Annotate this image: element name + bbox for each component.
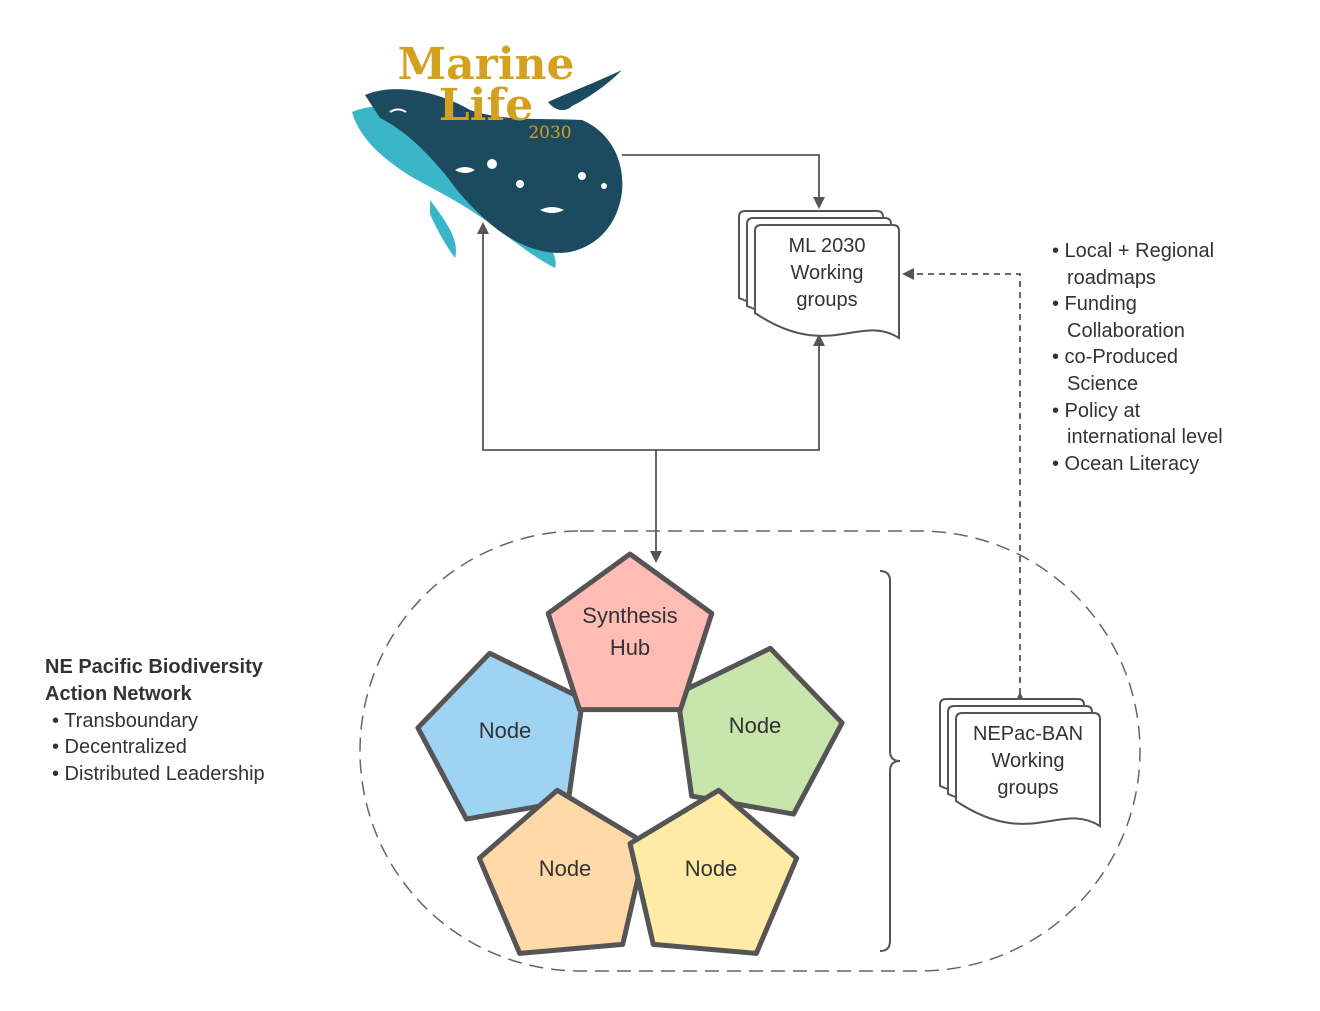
- ml-bullet-3-line1: • co-Produced: [1052, 346, 1178, 368]
- ml-bullet-4-line2: international level: [1067, 426, 1223, 448]
- node-bottom-left-label: Node: [539, 856, 592, 881]
- ml-bullet-2-line2: Collaboration: [1067, 320, 1185, 342]
- node-bottom-right-label: Node: [685, 856, 738, 881]
- ml-bullet-1-line2: roadmaps: [1067, 267, 1156, 289]
- ml-groups-line3: groups: [796, 289, 857, 311]
- logo-title-line2: Life: [439, 80, 534, 131]
- connector-logo-to-ml-groups: [622, 154, 825, 209]
- node-right-pentagon: [674, 645, 845, 817]
- curly-brace: [879, 570, 901, 952]
- marine-life-logo: Marine Life 2030: [352, 39, 623, 268]
- network-boundary: [359, 530, 1141, 972]
- nepac-working-groups: NEPac-BAN Working groups: [939, 698, 1101, 828]
- connector-to-ml-groups: [656, 334, 825, 451]
- nepac-groups-line1: NEPac-BAN: [973, 723, 1083, 745]
- ml-working-groups: ML 2030 Working groups: [738, 210, 900, 340]
- logo-year: 2030: [528, 123, 571, 143]
- network-description: NE Pacific Biodiversity Action Network •…: [45, 656, 265, 785]
- ml-bullet-2-line1: • Funding: [1052, 293, 1137, 315]
- network-bullet-3: • Distributed Leadership: [52, 763, 265, 785]
- network-bullet-2: • Decentralized: [52, 736, 187, 758]
- ml-bullet-list: • Local + Regional roadmaps • Funding Co…: [1052, 240, 1223, 475]
- nepac-groups-line2: Working: [992, 750, 1065, 772]
- node-left-label: Node: [479, 718, 532, 743]
- synthesis-hub-label-line2: Hub: [610, 635, 650, 660]
- ml-bullet-1-line1: • Local + Regional: [1052, 240, 1214, 262]
- nepac-groups-line3: groups: [997, 777, 1058, 799]
- node-right-label: Node: [729, 713, 782, 738]
- synthesis-hub-pentagon: [545, 551, 715, 713]
- connectors: [477, 154, 1026, 704]
- network-bullet-1: • Transboundary: [52, 710, 198, 732]
- ml-bullet-4-line1: • Policy at: [1052, 400, 1141, 422]
- pentagon-cluster: [415, 551, 845, 956]
- node-bottom-right-pentagon: [627, 787, 800, 956]
- logo-title-line1: Marine: [397, 39, 574, 90]
- ml-bullet-5-line1: • Ocean Literacy: [1052, 453, 1199, 475]
- ml-groups-line2: Working: [791, 262, 864, 284]
- ml-bullet-3-line2: Science: [1067, 373, 1138, 395]
- node-bottom-left-pentagon: [476, 787, 649, 956]
- network-title-line2: Action Network: [45, 683, 193, 705]
- connector-to-logo: [477, 222, 656, 451]
- ml-groups-line1: ML 2030: [788, 235, 865, 257]
- connector-dashed-groups: [902, 268, 1026, 704]
- network-title-line1: NE Pacific Biodiversity: [45, 656, 264, 678]
- synthesis-hub-label-line1: Synthesis: [582, 603, 677, 628]
- node-left-pentagon: [415, 650, 586, 822]
